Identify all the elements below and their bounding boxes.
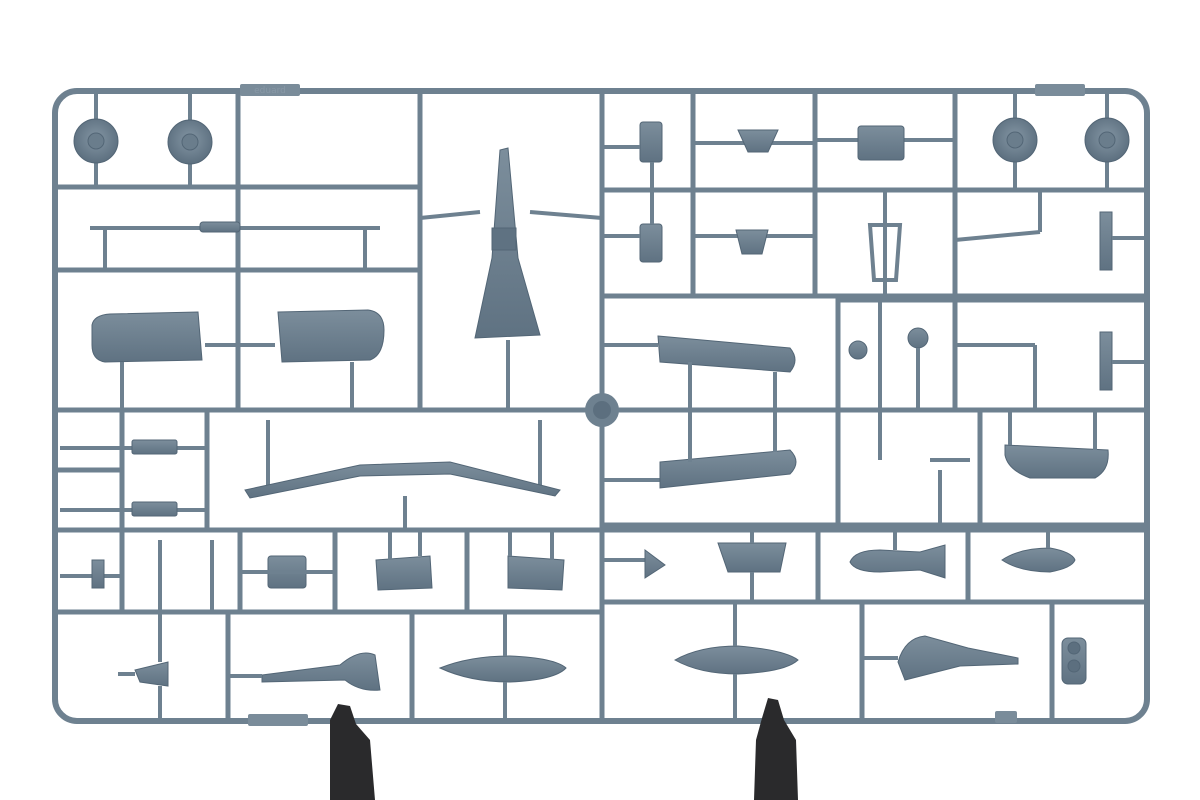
rod-part [90,221,380,270]
parts [60,91,1147,721]
fin-part [118,612,169,721]
manufacturer-mark: eduard [254,86,286,96]
cockpit-part [419,147,603,410]
strut-part [867,190,903,296]
spar-part [244,420,561,530]
wheel-part [167,91,213,187]
mold-markings: eduard [240,84,1085,726]
small-part [60,540,335,612]
aileron-part [602,410,797,489]
sprue-hub [585,393,619,427]
gear-part [848,300,1037,410]
drop-tank-part [1001,525,1076,573]
small-part [815,125,955,161]
display-stand [330,698,798,800]
wheel-part [992,91,1038,190]
drop-tank-part [849,525,946,579]
small-part [878,410,970,525]
drop-tank-part [673,602,799,721]
aileron-part [602,335,796,410]
fairing-part [1004,410,1109,479]
drop-tank-part [438,612,567,721]
flap-part [91,309,385,410]
wheel-part [73,91,119,187]
strut-part [954,190,1147,391]
small-part [693,129,815,255]
small-part [602,525,787,602]
intake-part [375,530,565,612]
fin-part [862,635,1087,685]
small-part [602,121,663,263]
small-part [60,439,207,517]
fin-part [228,652,381,691]
wheel-part [1084,91,1130,190]
